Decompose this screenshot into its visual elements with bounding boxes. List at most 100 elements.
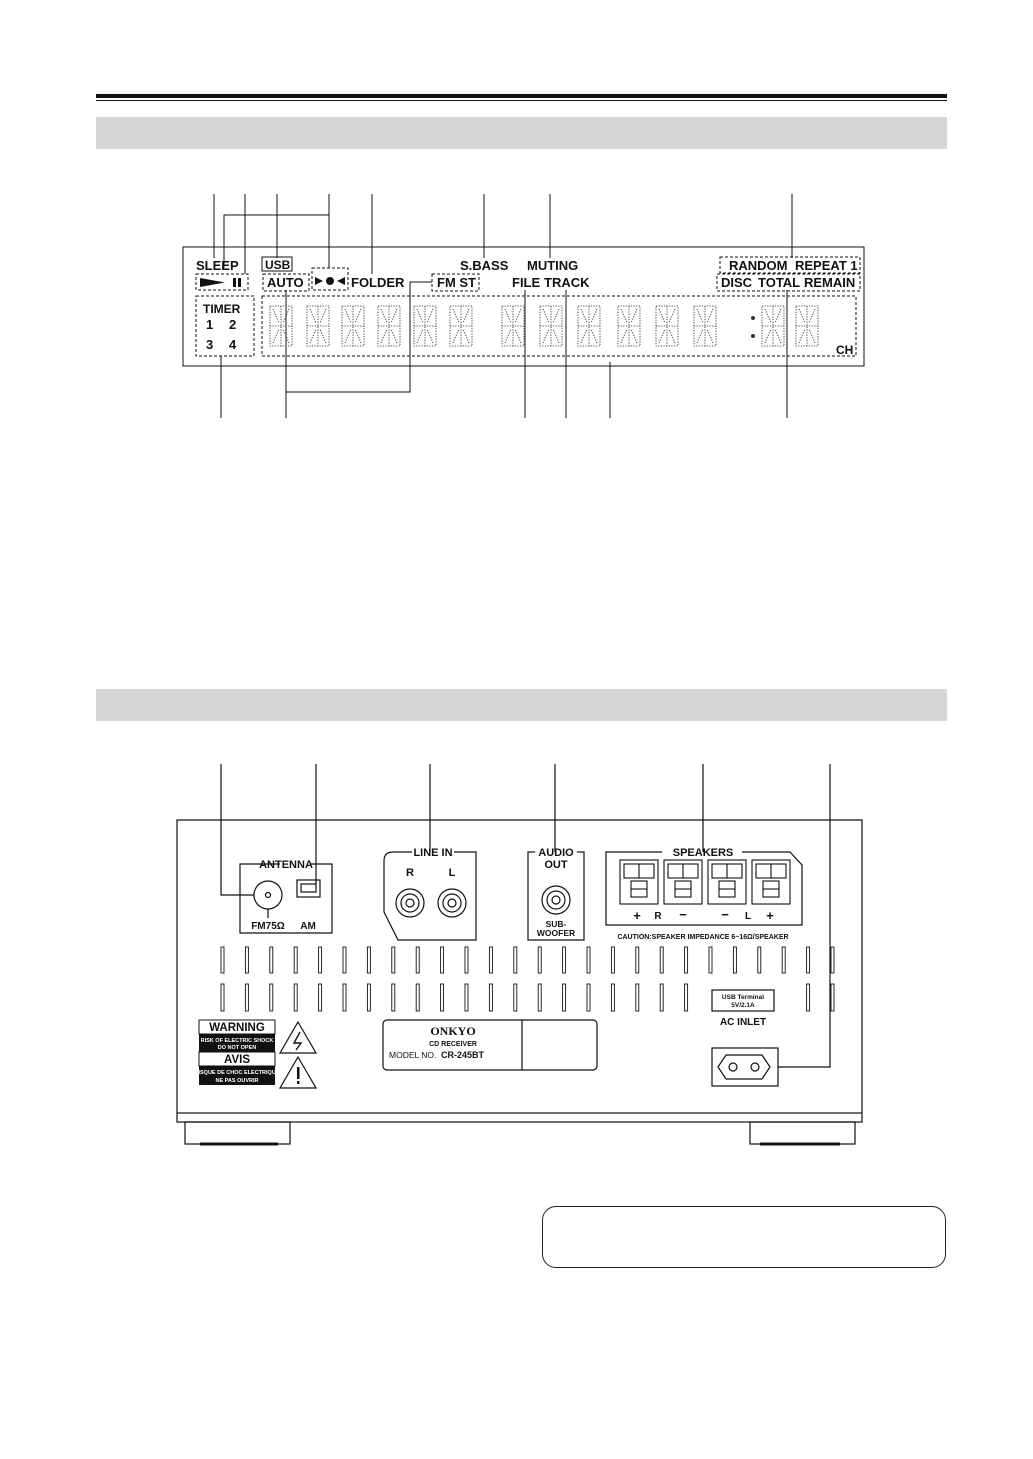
- vent-slot: [391, 983, 396, 1012]
- foot-left: [184, 1121, 291, 1145]
- vent-slot: [684, 946, 689, 974]
- am-terminal-inner: [300, 883, 317, 893]
- speaker-r-minus-label: −: [679, 907, 687, 922]
- antenna-label: ANTENNA: [259, 859, 313, 871]
- remain-label: REMAIN: [804, 275, 855, 290]
- product-label: CD RECEIVER: [429, 1041, 477, 1048]
- fm-jack: [253, 880, 283, 910]
- usb-terminal-box: [711, 989, 775, 1012]
- fm-jack-pin: [264, 891, 272, 899]
- arrow-left-icon: [337, 277, 345, 285]
- vent-slot: [415, 946, 420, 974]
- exclamation-bar-icon: [297, 1067, 300, 1079]
- vent-slot: [610, 946, 615, 974]
- speaker-r-plus-label: +: [633, 908, 641, 923]
- ac-inlet-pin: [728, 1062, 738, 1072]
- timer-3-label: 3: [206, 337, 213, 352]
- subwoofer-jack-ring: [546, 890, 566, 910]
- note-box: [542, 1206, 946, 1268]
- speaker-terminal: [619, 859, 659, 905]
- am-label: AM: [300, 921, 316, 932]
- foot-right: [749, 1121, 856, 1145]
- vent-slot: [781, 946, 786, 974]
- speakers-frame: [605, 851, 803, 926]
- segment-cell: [795, 305, 819, 347]
- vent-slot: [269, 946, 274, 974]
- play-icon: [200, 278, 225, 287]
- model-no-label: MODEL NO.: [389, 1050, 436, 1060]
- line-in-label: LINE IN: [413, 847, 452, 859]
- audio-out-frame: [527, 851, 585, 941]
- audio-out-label-2: OUT: [544, 859, 568, 871]
- electric-shock-warning-icon: [278, 1020, 318, 1054]
- line-in-l-jack-ring: [442, 893, 462, 913]
- leader-line: [220, 764, 254, 896]
- avis-body-box: [199, 1066, 275, 1085]
- total-label: TOTAL: [758, 275, 800, 290]
- vent-slot: [244, 946, 249, 974]
- timer-label: TIMER: [203, 302, 241, 316]
- vent-slot: [366, 946, 371, 974]
- play-pause-group: [195, 273, 249, 291]
- leader-line: [778, 764, 831, 1068]
- folder-label: FOLDER: [351, 275, 405, 290]
- vent-slot: [562, 946, 567, 974]
- chassis-outline: [176, 819, 863, 1113]
- vent-slot: [537, 983, 542, 1012]
- colon-dot: [751, 334, 755, 338]
- vent-slot: [220, 946, 225, 974]
- vent-slot: [440, 946, 445, 974]
- vent-slot: [830, 946, 835, 974]
- top-rule-thin: [96, 100, 947, 101]
- line-in-l-label: L: [449, 867, 456, 879]
- speaker-l-label: L: [745, 911, 751, 922]
- subwoofer-label-2: WOOFER: [537, 928, 575, 938]
- fm-label: FM75Ω: [251, 921, 285, 932]
- vent-slot: [366, 983, 371, 1012]
- ac-inlet-label: AC INLET: [720, 1017, 766, 1028]
- fmst-label: FM ST: [437, 275, 476, 290]
- model-number: CR-245BT: [441, 1050, 485, 1060]
- model-plate: [382, 1019, 598, 1071]
- vent-slot: [635, 983, 640, 1012]
- segment-cell: [306, 305, 330, 347]
- warning-sub-2: DO NOT OPEN: [218, 1045, 257, 1051]
- vent-slot: [244, 983, 249, 1012]
- audio-out-label-1: AUDIO: [538, 847, 574, 859]
- record-dot-icon: [326, 277, 334, 285]
- usb-terminal-label-1: USB Terminal: [722, 994, 764, 1001]
- usb-box: [261, 256, 293, 272]
- line-in-r-jack-pin: [405, 898, 415, 908]
- ac-inlet-pin: [750, 1062, 760, 1072]
- speakers-label: SPEAKERS: [673, 847, 734, 859]
- line-in-r-label: R: [406, 867, 414, 879]
- leader-line: [223, 214, 329, 268]
- arrow-right-icon: [315, 277, 323, 285]
- random-label: RANDOM: [729, 258, 788, 273]
- vent-slot: [806, 946, 811, 974]
- speaker-terminal: [663, 859, 703, 905]
- character-area: [261, 295, 857, 357]
- display-diagram: [182, 194, 865, 418]
- speaker-r-label: R: [654, 911, 662, 922]
- repeat-label: REPEAT 1: [795, 258, 858, 273]
- vent-slot: [464, 946, 469, 974]
- ch-label: CH: [836, 343, 853, 357]
- speaker-l-plus-label: +: [766, 908, 774, 923]
- pause-icon: [233, 278, 236, 287]
- vent-slot: [415, 983, 420, 1012]
- vent-slot: [269, 983, 274, 1012]
- segment-cell: [449, 305, 473, 347]
- leader-line: [286, 281, 432, 393]
- segment-cell: [655, 305, 679, 347]
- segment-cell: [539, 305, 563, 347]
- segment-cell: [269, 305, 293, 347]
- vent-slot: [757, 946, 762, 974]
- speaker-l-minus-label: −: [721, 907, 729, 922]
- vent-slot: [586, 946, 591, 974]
- vent-slot: [513, 946, 518, 974]
- random-repeat-group: [719, 256, 861, 274]
- vent-slot: [488, 983, 493, 1012]
- vent-slot: [220, 983, 225, 1012]
